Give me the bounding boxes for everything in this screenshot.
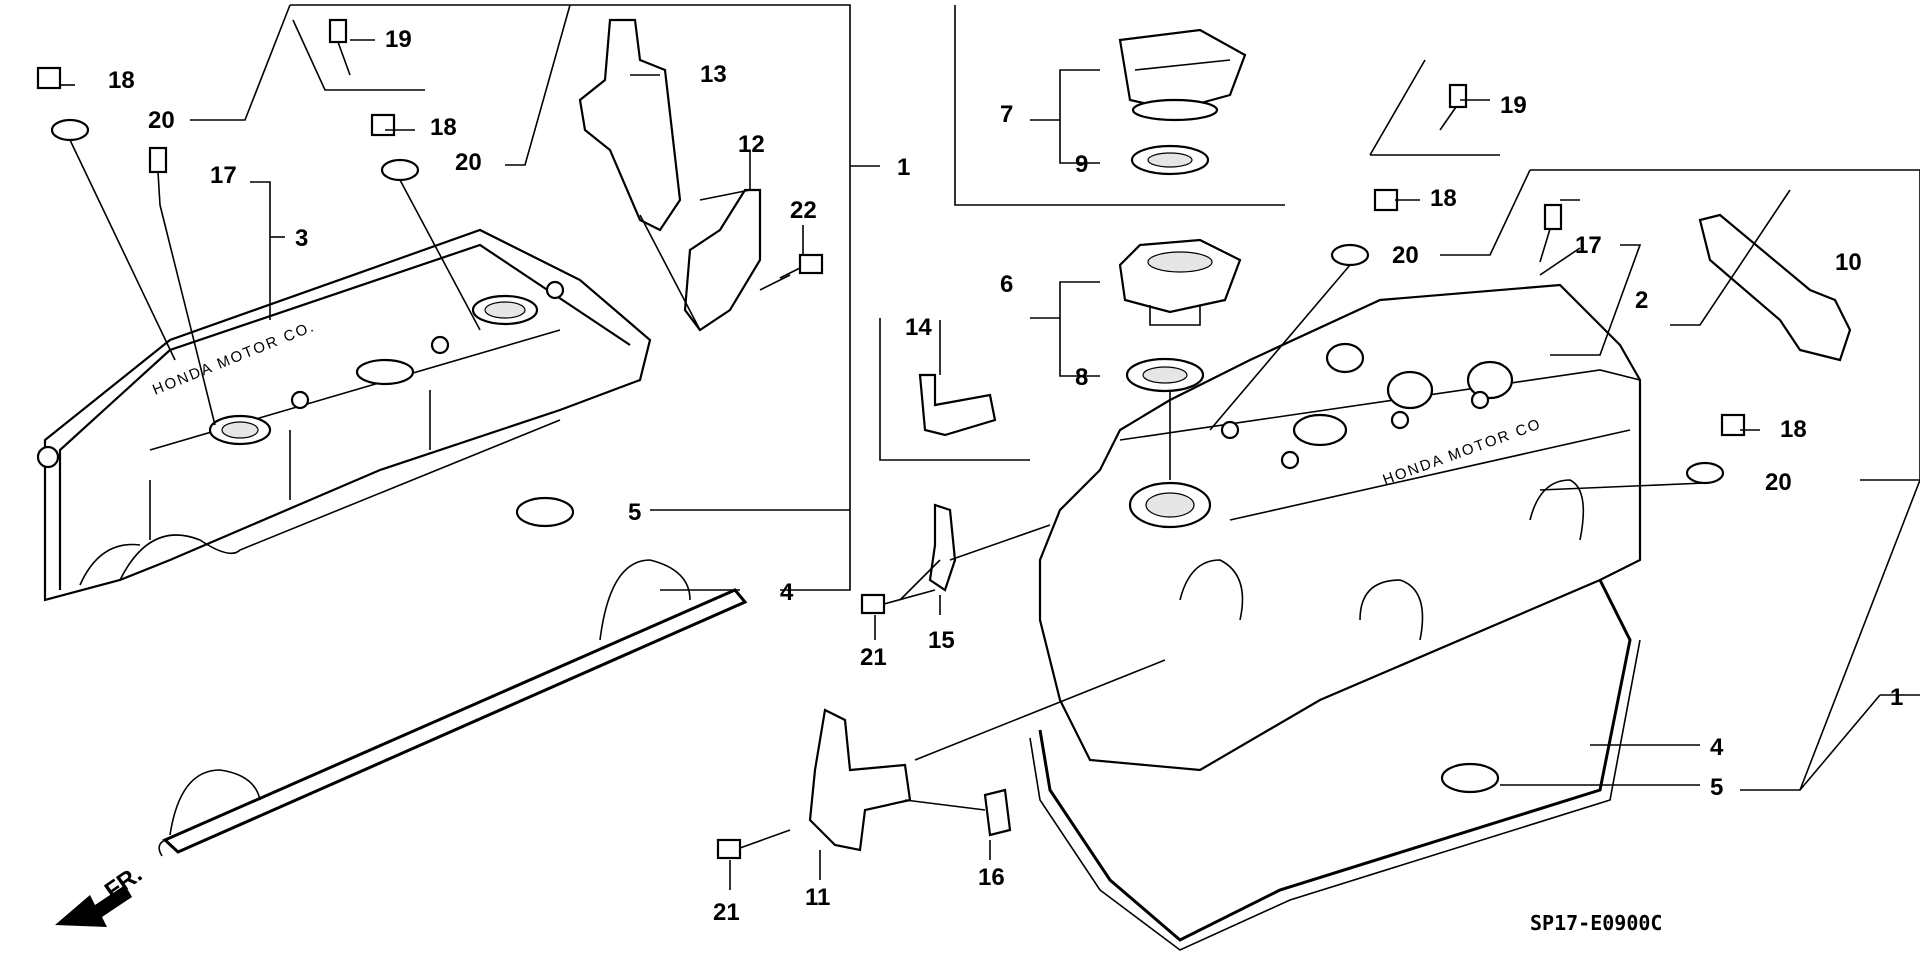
bolt-21-low: [716, 829, 791, 860]
oil-cap-upper: [1118, 28, 1247, 122]
callout-4: 4: [780, 579, 794, 606]
callout-14: 14: [905, 314, 932, 341]
callout-19: 19: [385, 26, 412, 53]
callout-17: 17: [210, 162, 237, 189]
oil-cap-lower: [1118, 238, 1242, 326]
grommet-20-d: [1685, 461, 1725, 485]
callout-11: 11: [805, 884, 830, 911]
bolt-19-right: [1439, 83, 1468, 131]
left-gasket: [158, 559, 748, 857]
callout-18: 18: [1780, 416, 1807, 443]
leader-lines: [60, 4, 1920, 890]
callout-18: 18: [108, 67, 135, 94]
clip-16: [983, 788, 1012, 837]
callout-13: 13: [700, 61, 727, 88]
callout-1: 1: [897, 154, 910, 181]
callout-20: 20: [1765, 469, 1792, 496]
front-direction-arrow: FR.: [55, 861, 147, 927]
callout-20: 20: [1392, 242, 1419, 269]
nut-18-c: [1373, 188, 1399, 212]
callout-21: 21: [713, 899, 740, 926]
bracket-15: [928, 503, 957, 592]
bolt-17-right: [1539, 203, 1563, 263]
bolt-17-left: [148, 146, 168, 206]
callout-4: 4: [1710, 734, 1724, 761]
bolt-21-mid: [860, 589, 936, 615]
callout-20: 20: [148, 107, 175, 134]
grommet-20-a: [50, 118, 90, 142]
callout-5: 5: [628, 499, 641, 526]
callout-6: 6: [1000, 271, 1013, 298]
nut-18-d: [1720, 413, 1746, 437]
callout-21: 21: [860, 644, 887, 671]
callout-22: 22: [790, 197, 817, 224]
bolt-19-upper: [328, 18, 351, 76]
left-head-cover: HONDA MOTOR CO.: [36, 228, 652, 602]
callout-20: 20: [455, 149, 482, 176]
left-plug-seal: [515, 496, 575, 528]
callout-18: 18: [1430, 185, 1457, 212]
callout-19: 19: [1500, 92, 1527, 119]
bracket-12: [683, 188, 762, 332]
grommet-20-c: [1330, 243, 1370, 267]
callout-15: 15: [928, 627, 955, 654]
callout-18: 18: [430, 114, 457, 141]
callout-3: 3: [295, 225, 308, 252]
callout-10: 10: [1835, 249, 1862, 276]
right-gasket: [1029, 579, 1641, 951]
bracket-13: [578, 18, 682, 232]
grommet-20-b: [380, 158, 420, 182]
callout-17: 17: [1575, 232, 1602, 259]
right-plug-seal: [1440, 762, 1500, 794]
diagram-code: SP17-E0900C: [1530, 911, 1662, 935]
callout-2: 2: [1635, 287, 1648, 314]
callouts: 1 1 2 3 4 4 5 5 6 7 8 9 10 11 12 13 14 1…: [108, 26, 1903, 926]
callout-5: 5: [1710, 774, 1723, 801]
right-head-cover: HONDA MOTOR CO: [1038, 283, 1642, 772]
callout-12: 12: [738, 131, 765, 158]
bracket-14: [918, 373, 997, 437]
callout-8: 8: [1075, 364, 1088, 391]
callout-7: 7: [1000, 101, 1013, 128]
nut-18-a: [36, 66, 62, 90]
nut-18-b: [370, 113, 396, 137]
callout-1: 1: [1890, 684, 1903, 711]
callout-9: 9: [1075, 151, 1088, 178]
bolt-22: [779, 253, 824, 279]
bracket-10: [1698, 213, 1852, 362]
callout-16: 16: [978, 864, 1005, 891]
bracket-11: [808, 708, 912, 852]
